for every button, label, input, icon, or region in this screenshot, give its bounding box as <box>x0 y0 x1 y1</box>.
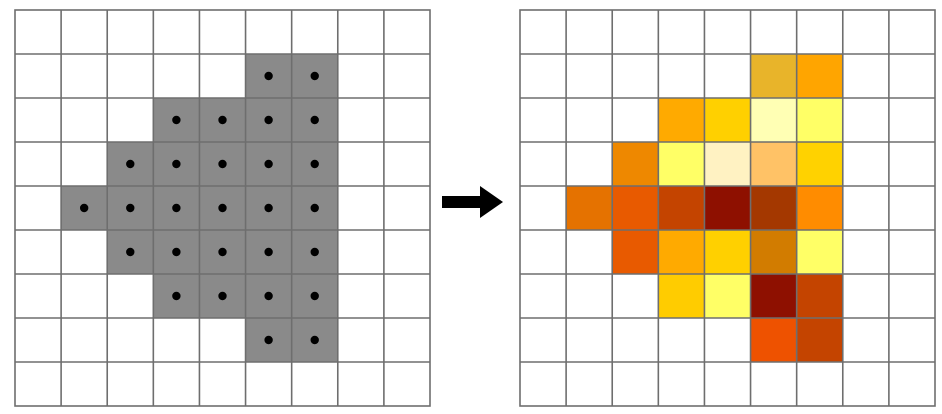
cell-dot <box>310 159 319 169</box>
cell-dot <box>218 291 227 301</box>
colored-cell <box>658 142 705 186</box>
colored-cell <box>704 142 751 186</box>
colored-cell <box>796 318 843 362</box>
colored-cell <box>750 274 797 318</box>
cell-dot <box>172 115 181 125</box>
cell-dot <box>310 115 319 125</box>
colored-cell <box>612 230 659 274</box>
cell-dot <box>172 291 181 301</box>
colored-cell <box>750 98 797 142</box>
cell-dot <box>264 159 273 169</box>
cell-dot <box>172 247 181 257</box>
colored-cell <box>750 230 797 274</box>
colored-cell <box>658 98 705 142</box>
cell-dot <box>126 159 135 169</box>
cell-dot <box>172 203 181 213</box>
cell-dot <box>264 291 273 301</box>
arrow-shaft <box>442 196 484 208</box>
colored-cell <box>750 318 797 362</box>
colored-cell <box>612 142 659 186</box>
colored-cell <box>566 186 613 230</box>
colored-cell <box>658 186 705 230</box>
left-grid-border <box>14 9 431 407</box>
cell-dot <box>264 71 273 81</box>
cell-dot <box>126 247 135 257</box>
cell-dot <box>264 115 273 125</box>
colored-cell <box>750 142 797 186</box>
colored-cell <box>796 54 843 98</box>
colored-cell <box>704 230 751 274</box>
colored-cell <box>796 186 843 230</box>
colored-cell <box>612 186 659 230</box>
arrow-head <box>480 186 503 218</box>
cell-dot <box>310 71 319 81</box>
cell-dot <box>264 247 273 257</box>
colored-cell <box>796 98 843 142</box>
cell-dot <box>79 203 89 213</box>
cell-dot <box>218 247 227 257</box>
colored-cell <box>658 274 705 318</box>
colored-cell <box>796 230 843 274</box>
cell-dot <box>218 115 227 125</box>
cell-dot <box>264 335 273 345</box>
cell-dot <box>218 203 227 213</box>
left-grid-binary-mask <box>14 9 431 407</box>
cell-dot <box>126 203 135 213</box>
colored-cell <box>750 186 797 230</box>
cell-dot <box>310 335 319 345</box>
cell-dot <box>218 159 227 169</box>
cell-dot <box>310 203 319 213</box>
colored-cell <box>750 54 797 98</box>
right-grid-border <box>519 9 936 407</box>
cell-dot <box>172 159 181 169</box>
colored-cell <box>796 274 843 318</box>
cell-dot <box>264 203 273 213</box>
colored-cell <box>796 142 843 186</box>
cell-dot <box>310 291 319 301</box>
colored-cell <box>704 186 751 230</box>
right-grid-colored-result <box>519 9 936 407</box>
colored-cell <box>658 230 705 274</box>
colored-cell <box>704 274 751 318</box>
cell-dot <box>310 247 319 257</box>
right-arrow-icon <box>442 186 503 218</box>
colored-cell <box>704 98 751 142</box>
